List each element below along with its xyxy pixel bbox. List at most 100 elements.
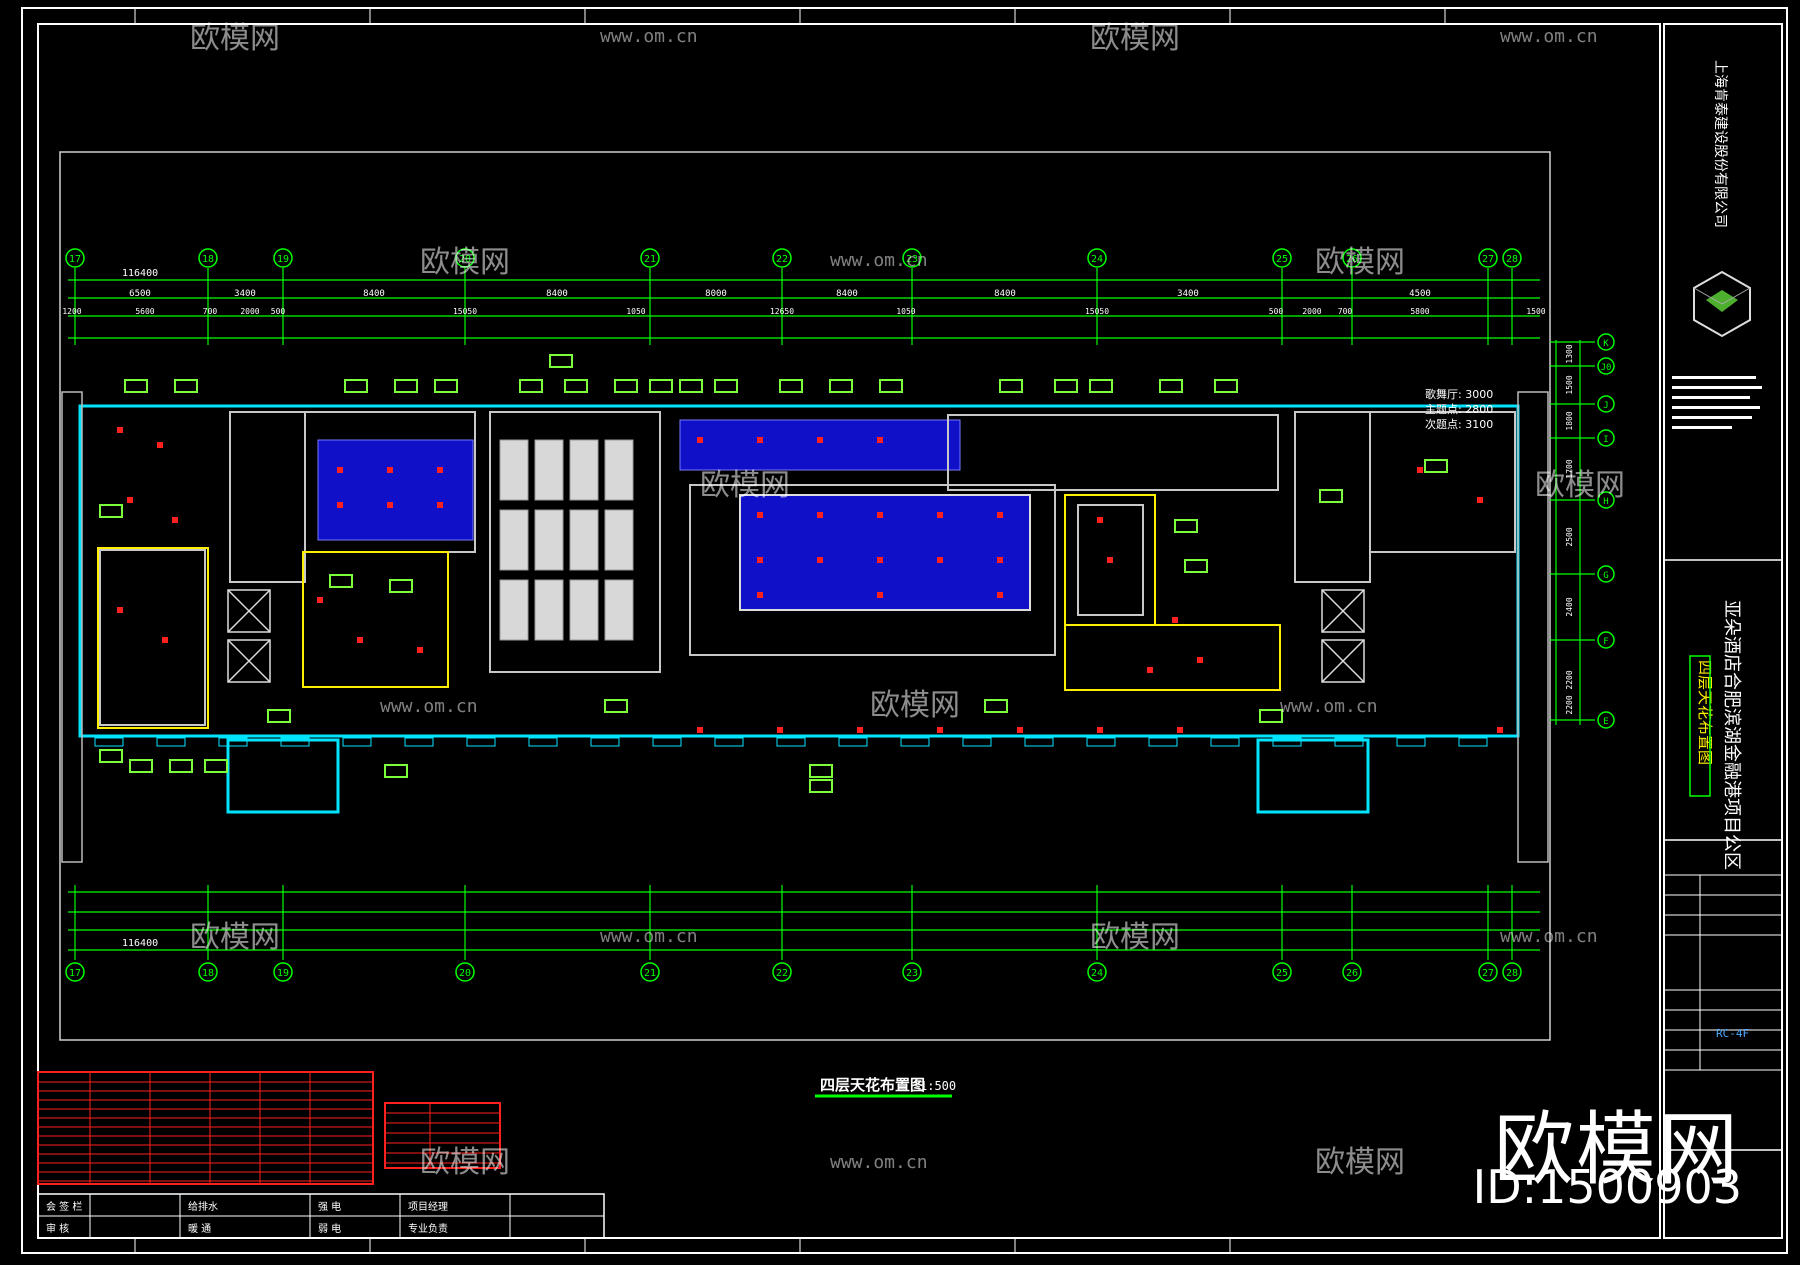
interior-walls — [99, 411, 1516, 726]
light-marker — [877, 557, 883, 563]
dimension-sub-span: 1200 — [62, 307, 81, 316]
watermark-brand-11: 欧模网 — [1315, 1145, 1405, 1180]
tag-label — [809, 779, 833, 793]
grid-bubble-right — [1597, 565, 1615, 583]
tag-label — [549, 354, 573, 368]
dimension-span: 4500 — [1409, 289, 1431, 299]
dimension-span: 8400 — [994, 289, 1016, 299]
ceiling-note-3: 次题点: 3100 — [1425, 417, 1493, 431]
light-marker — [757, 437, 763, 443]
dimension-sub-span: 1050 — [626, 307, 645, 316]
grid-bubble-top — [198, 248, 218, 268]
watermark-brand-4: 欧模网 — [1315, 245, 1405, 280]
signoff-cell-2: 给排水 — [188, 1200, 218, 1213]
grid-bubble-bottom — [1502, 962, 1522, 982]
elevator-shafts — [227, 589, 1365, 683]
dimension-span: 8400 — [836, 289, 858, 299]
grid-bubble-right — [1597, 429, 1615, 447]
grid-label-top: 26 — [1346, 254, 1358, 265]
light-marker — [437, 467, 443, 473]
tag-label — [649, 379, 673, 393]
grid-label-top: 27 — [1482, 254, 1494, 265]
window-tag — [1334, 737, 1364, 747]
tag-label — [984, 699, 1008, 713]
dimension-sub-span: 1050 — [896, 307, 915, 316]
grid-bubble-bottom — [1342, 962, 1362, 982]
dimension-sub-span: 700 — [203, 307, 218, 316]
tag-label — [1319, 489, 1343, 503]
tag-label — [384, 764, 408, 778]
light-marker — [777, 727, 783, 733]
window-tag — [528, 737, 558, 747]
tag-label — [614, 379, 638, 393]
grid-bubble-right — [1597, 395, 1615, 413]
watermark-id: ID:1500903 — [1472, 1160, 1742, 1214]
left-stair-strip — [61, 391, 83, 863]
window-tag — [962, 737, 992, 747]
signoff-cell-8: 专业负责 — [408, 1222, 448, 1235]
total-length-top: 116400 — [122, 268, 158, 279]
watermark-site-3: www.om.cn — [830, 250, 928, 271]
signoff-cell-6: 暖 通 — [188, 1222, 211, 1235]
window-tag — [218, 737, 248, 747]
tag-label — [1259, 709, 1283, 723]
tag-label — [809, 764, 833, 778]
tag-label — [434, 379, 458, 393]
light-marker — [817, 437, 823, 443]
light-marker — [157, 442, 163, 448]
grid-bubble-top — [273, 248, 293, 268]
light-marker — [317, 597, 323, 603]
watermark-brand-1: 欧模网 — [190, 21, 280, 56]
tag-label — [879, 379, 903, 393]
dimension-right-span: 1700 — [1565, 459, 1574, 478]
dimension-right-span: 1500 — [1565, 375, 1574, 394]
watermark-brand-9: 欧模网 — [1090, 920, 1180, 955]
watermark-brand-7: 欧模网 — [870, 688, 960, 723]
light-fixture-markers — [117, 427, 1503, 733]
watermark-brand-5: 欧模网 — [700, 468, 790, 503]
tag-label — [204, 759, 228, 773]
grid-bubble-bottom — [902, 962, 922, 982]
light-marker — [1097, 727, 1103, 733]
light-marker — [937, 727, 943, 733]
window-tag — [1458, 737, 1488, 747]
light-marker — [117, 607, 123, 613]
grid-label-bottom: 26 — [1346, 968, 1358, 979]
watermark-brand-8: 欧模网 — [190, 920, 280, 955]
tag-label — [999, 379, 1023, 393]
grid-bubble-top — [1342, 248, 1362, 268]
grid-label-bottom: 17 — [69, 968, 81, 979]
light-marker — [357, 637, 363, 643]
tag-label — [129, 759, 153, 773]
grid-bubble-bottom — [1478, 962, 1498, 982]
title-block-frame — [1663, 23, 1783, 1239]
grid-bubble-top — [1502, 248, 1522, 268]
tag-label — [779, 379, 803, 393]
window-tag — [1210, 737, 1240, 747]
grid-bubble-top — [902, 248, 922, 268]
light-marker — [1107, 557, 1113, 563]
tag-label — [394, 379, 418, 393]
light-marker — [937, 512, 943, 518]
drawing-scale: 1:500 — [920, 1079, 956, 1093]
tag-label — [1174, 519, 1198, 533]
watermark-brand-3: 欧模网 — [420, 245, 510, 280]
tag-label — [1184, 559, 1208, 573]
outer-frame — [21, 7, 1788, 1254]
tag-label — [1089, 379, 1113, 393]
top-dimension-lines — [68, 279, 1540, 339]
grid-bubble-right — [1597, 631, 1615, 649]
dimension-sub-span: 5800 — [1410, 307, 1429, 316]
blue-ceiling-room-a — [317, 439, 474, 541]
watermark-brand-large: 欧模网 — [1494, 1103, 1740, 1196]
blue-ceiling-corridor — [679, 419, 961, 471]
grid-bubble-top — [640, 248, 660, 268]
grid-label-top: 24 — [1091, 254, 1103, 265]
fixture-tag-labels — [99, 354, 1448, 793]
grid-label-top: 28 — [1506, 254, 1518, 265]
drawing-number: RC-4F — [1716, 1027, 1749, 1040]
window-tag — [156, 737, 186, 747]
light-marker — [757, 557, 763, 563]
